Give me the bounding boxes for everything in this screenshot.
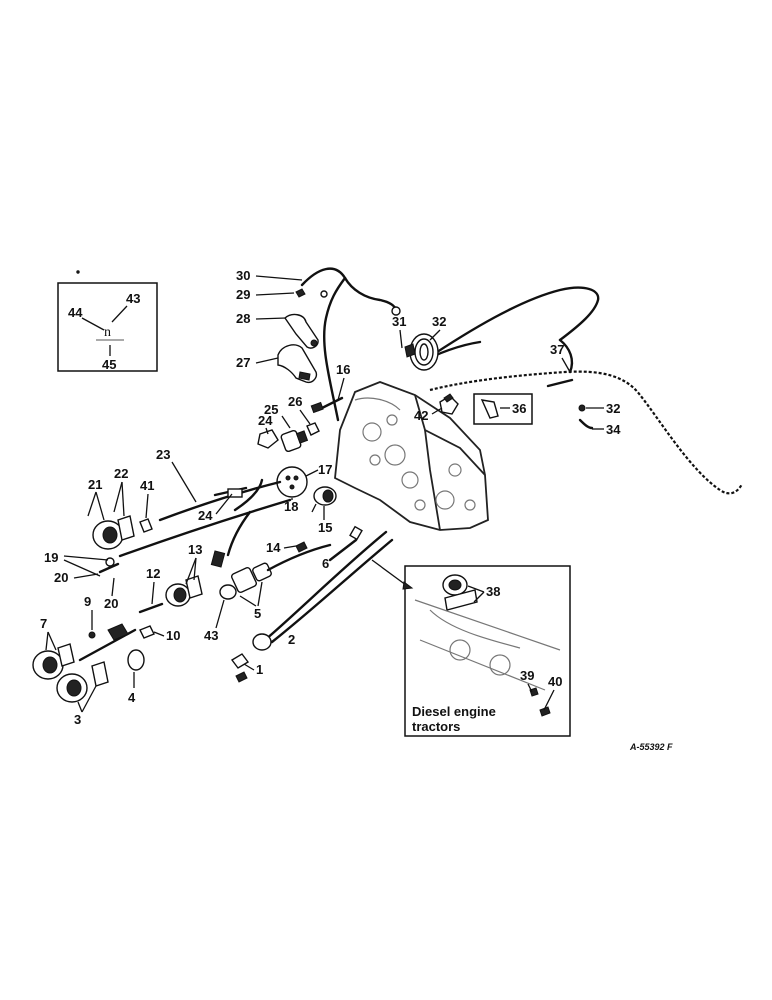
callout-26: 25: [264, 402, 278, 417]
callout-43-value: 43: [204, 628, 218, 643]
callout-34: 34: [606, 422, 621, 437]
figure-reference-code: A-55392 F: [629, 742, 673, 752]
part-36-box: 36: [473, 393, 533, 425]
sender-42: [439, 393, 459, 415]
connector-9: [107, 623, 129, 641]
callout-41: 40: [548, 674, 562, 689]
gauge-14: [311, 486, 337, 513]
gasket-4: [127, 649, 145, 671]
callout-24-label: 24: [198, 508, 213, 523]
clip-30: [295, 288, 306, 298]
callout-22: 22: [114, 466, 128, 481]
terminal-13: [295, 541, 308, 553]
callout-16: 17: [318, 462, 332, 477]
plate-16-17: [276, 466, 308, 498]
callout-9: 9: [84, 594, 91, 609]
callout-4-value: 4: [128, 690, 136, 705]
callout-17: 18: [284, 499, 298, 514]
callouts: 30 29 28 27 31 32 16 24 25 26 42 37: [40, 268, 621, 727]
clamp-28: [277, 344, 318, 384]
detail-glyph: n: [104, 325, 111, 340]
callout-13: 14: [266, 540, 281, 555]
switch-40: [139, 518, 153, 533]
cable-18: [118, 498, 292, 558]
gauge-12: [165, 575, 203, 607]
callout-32-top: 31: [392, 314, 406, 329]
callout-45: 45: [102, 357, 116, 372]
cable-6: [328, 538, 358, 562]
cable-2: [263, 530, 388, 642]
callout-7: 7: [40, 616, 47, 631]
detail-box-44-46: 44 43 n 45: [57, 282, 158, 372]
callout-31: 30: [236, 268, 250, 283]
callout-27: 26: [288, 394, 302, 409]
callout-46: 44: [68, 305, 83, 320]
callout-14: 15: [318, 520, 332, 535]
engine-block: [334, 381, 489, 531]
inset-caption-2: tractors: [412, 719, 460, 734]
callout-33: 32: [432, 314, 446, 329]
callout-18: 19: [44, 550, 58, 565]
parts-25-27: [257, 422, 320, 453]
callout-44: 43: [126, 291, 140, 306]
callout-2: 2: [288, 632, 295, 647]
callout-11: 12: [146, 566, 160, 581]
callout-15: 16: [336, 362, 350, 377]
callout-20-value: 20: [104, 596, 118, 611]
gauge-3: [56, 661, 109, 703]
callout-6: 6: [322, 556, 329, 571]
callout-10: 10: [166, 628, 180, 643]
callout-23: 23: [156, 447, 170, 462]
callout-19: 20: [54, 570, 68, 585]
callout-21: 21: [88, 477, 102, 492]
callout-32-right: 32: [606, 401, 620, 416]
callout-30: 29: [236, 287, 250, 302]
sender-5: [219, 543, 332, 600]
callout-29: 28: [236, 311, 250, 326]
coil-33: [404, 333, 439, 371]
terminal-34: [578, 418, 594, 430]
callout-36: 36: [512, 401, 526, 416]
inset-caption-1: Diesel engine: [412, 704, 496, 719]
cable-11: [138, 602, 164, 614]
callout-25: 24: [258, 413, 273, 428]
callout-5: 5: [254, 606, 261, 621]
callout-28: 27: [236, 355, 250, 370]
clamp-29: [284, 313, 319, 349]
callout-12: 13: [188, 542, 202, 557]
diesel-inset: Diesel engine tractors: [404, 565, 571, 737]
key-1: [230, 653, 250, 669]
callout-37: 37: [550, 342, 564, 357]
callout-1: 1: [256, 662, 263, 677]
callout-38: 38: [486, 584, 500, 599]
gauge-7: [32, 643, 75, 680]
callout-42: 42: [414, 408, 428, 423]
cable-23: [158, 480, 282, 522]
callout-40: 41: [140, 478, 154, 493]
clip-10: [139, 625, 155, 639]
callout-39: 39: [520, 668, 534, 683]
callout-3: 3: [74, 712, 81, 727]
gauge-21: [92, 515, 135, 550]
